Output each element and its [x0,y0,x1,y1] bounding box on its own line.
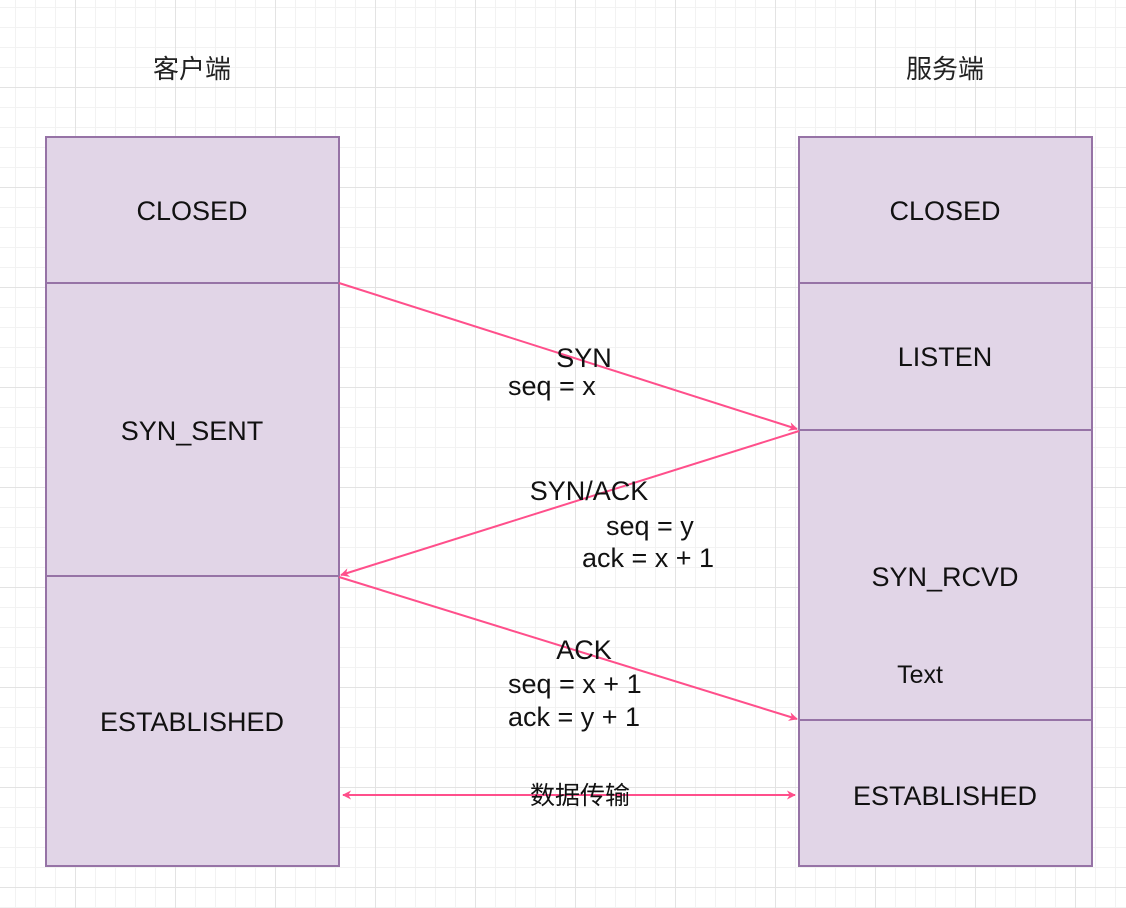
ack-ack-label: ack = y + 1 [508,702,640,732]
client-title: 客户端 [153,55,231,85]
syn-label: SYN [556,343,612,373]
client-state-established-box[interactable] [45,575,340,867]
server-state-listen-label: LISTEN [898,342,993,372]
synack-seq-label: seq = y [606,511,694,541]
client-state-syn-sent-label: SYN_SENT [121,416,264,446]
client-state-established-label: ESTABLISHED [100,707,284,737]
ack-label: ACK [556,635,612,665]
server-state-established-label: ESTABLISHED [853,781,1037,811]
server-note-text: Text [897,661,943,689]
message-arrows [338,282,800,800]
client-column: CLOSED SYN_SENT ESTABLISHED [45,136,340,867]
ack-arrow[interactable] [338,576,798,721]
data-transfer-label: 数据传输 [530,781,630,810]
synack-label: SYN/ACK [530,476,649,506]
client-state-closed-box[interactable] [45,136,340,284]
synack-ack-label: ack = x + 1 [582,543,714,573]
syn-arrow[interactable] [338,282,798,431]
server-title: 服务端 [906,55,984,85]
server-state-established-box[interactable] [798,719,1093,867]
server-state-syn-rcvd-label: SYN_RCVD [871,562,1018,592]
client-state-syn-sent-box[interactable] [45,282,340,577]
message-labels: SYN seq = x SYN/ACK seq = y ack = x + 1 … [508,343,714,810]
client-state-closed-label: CLOSED [136,196,247,226]
syn-seq-label: seq = x [508,371,596,401]
server-state-syn-rcvd-box[interactable] [798,429,1093,721]
server-state-closed-box[interactable] [798,136,1093,284]
server-state-closed-label: CLOSED [889,196,1000,226]
server-state-listen-box[interactable] [798,282,1093,431]
synack-arrow[interactable] [340,430,800,577]
server-column: CLOSED LISTEN SYN_RCVD Text ESTABLISHED [798,136,1093,867]
ack-seq-label: seq = x + 1 [508,669,642,699]
